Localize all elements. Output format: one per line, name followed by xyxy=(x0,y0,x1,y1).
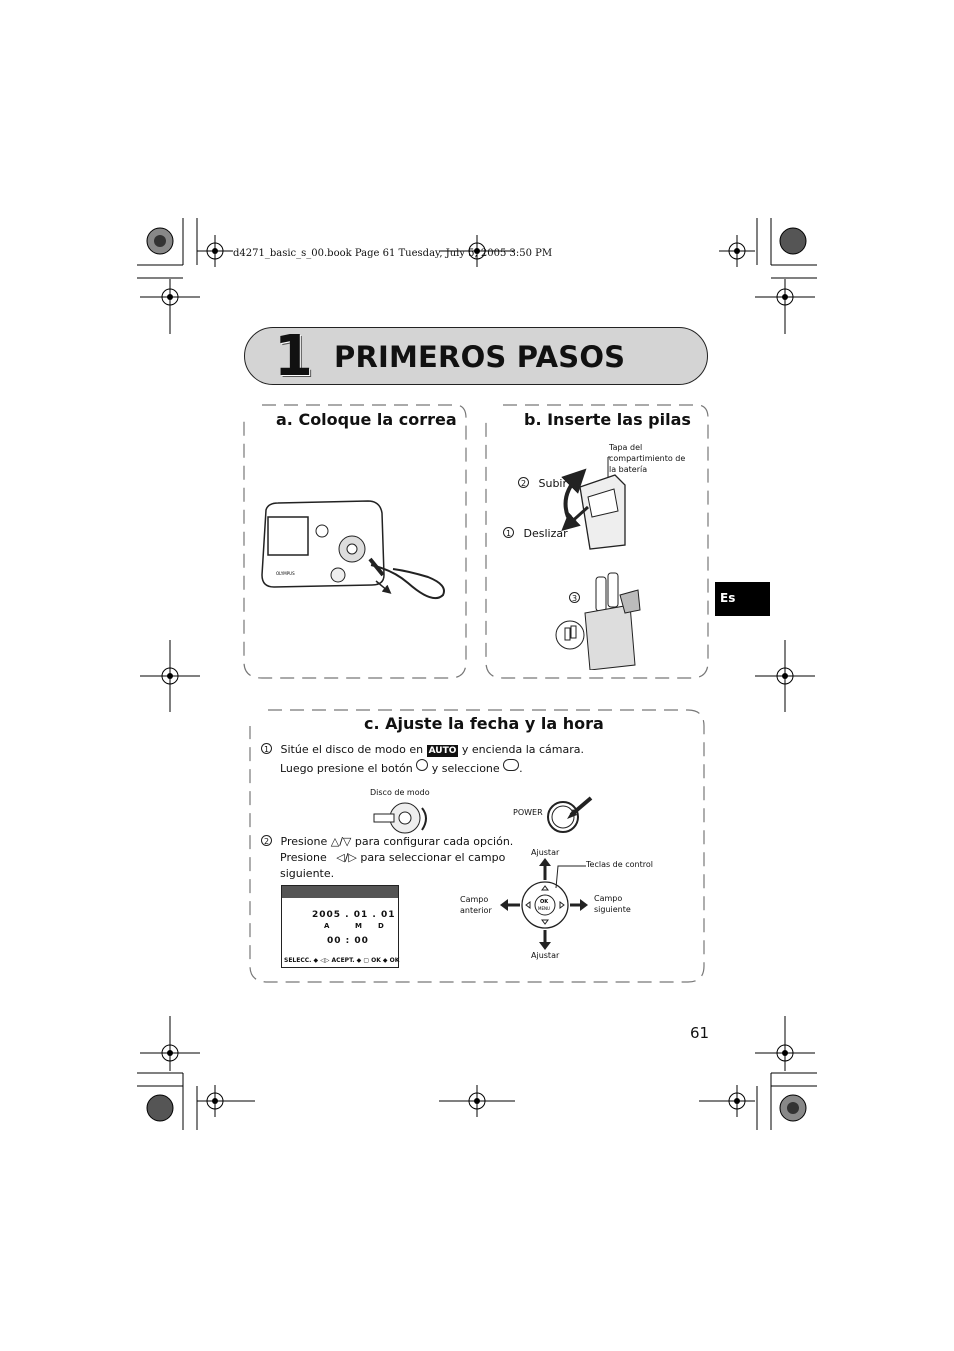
screen-footer: SELECC. ◆ ◁▷ ACEPT. ◆ ▢ OK ◆ OK xyxy=(284,957,400,964)
step1-line1: 1 Sitúe el disco de modo en AUTO y encie… xyxy=(261,742,584,758)
section-a-title: a. Coloque la correa xyxy=(276,410,457,429)
section-b-title: b. Inserte las pilas xyxy=(524,410,691,429)
screen-date: 2005 . 01 . 01 xyxy=(312,910,396,920)
step-insert-batteries: 3 xyxy=(569,591,580,607)
step-label: Deslizar xyxy=(523,527,568,540)
step-number: 1 xyxy=(503,527,514,538)
control-keys-label: Teclas de control xyxy=(586,860,653,869)
prev-field-label-1: Campo xyxy=(460,895,489,904)
step2-text-a: Presione xyxy=(280,835,328,848)
battery-insertion-illustration xyxy=(555,456,641,670)
step-label: Subir xyxy=(538,477,568,490)
power-label: POWER xyxy=(513,808,543,817)
adjust-up-label: Ajustar xyxy=(531,848,560,857)
step1-text-a: Sitúe el disco de modo en xyxy=(280,743,424,756)
power-button-illustration xyxy=(547,796,593,833)
step1-line2: Luego presione el botón y seleccione . xyxy=(280,759,523,777)
svg-text:MENU: MENU xyxy=(538,906,550,911)
screen-label-d: D xyxy=(378,922,384,930)
step1-text-e: . xyxy=(519,762,523,775)
step2-text-d: para seleccionar el campo xyxy=(360,851,506,864)
auto-mode-icon: AUTO xyxy=(426,745,459,757)
step2-line3: siguiente. xyxy=(280,867,335,880)
chapter-banner xyxy=(244,327,708,385)
adjust-down-label: Ajustar xyxy=(531,951,560,960)
page-number: 61 xyxy=(690,1024,710,1042)
battery-cover-label-2: compartimiento de xyxy=(609,454,686,463)
step-deslizar: 1 Deslizar xyxy=(503,526,568,542)
step-number: 3 xyxy=(569,592,580,603)
control-keys-illustration: OK MENU xyxy=(500,858,588,950)
up-down-keys-icon: △/▽ xyxy=(330,835,352,848)
step1-text-c: Luego presione el botón xyxy=(280,762,413,775)
svg-text:OK: OK xyxy=(540,899,549,905)
battery-cover-label-1: Tapa del xyxy=(609,443,643,452)
chapter-number: 1 xyxy=(274,324,313,389)
screen-label-a: A xyxy=(324,922,330,930)
screen-label-m: M xyxy=(355,922,362,930)
battery-cover-label-3: la batería xyxy=(609,465,648,474)
mode-dial-illustration xyxy=(373,802,427,834)
svg-text:OLYMPUS: OLYMPUS xyxy=(276,571,295,576)
step2-text-c: Presione xyxy=(280,851,327,864)
file-info-header: d4271_basic_s_00.book Page 61 Tuesday, J… xyxy=(233,248,553,259)
step1-text-b: y encienda la cámara. xyxy=(461,743,584,756)
left-right-keys-icon: ◁/▷ xyxy=(336,851,357,864)
screen-time: 00 : 00 xyxy=(327,936,369,946)
screen-title-bar xyxy=(282,886,398,898)
section-c-title: c. Ajuste la fecha y la hora xyxy=(364,714,604,733)
next-field-label-2: siguiente xyxy=(594,905,631,914)
step-number: 1 xyxy=(261,743,272,754)
ok-menu-button-icon xyxy=(416,759,429,771)
chapter-title: PRIMEROS PASOS xyxy=(334,340,626,374)
step2-line2: Presione ◁/▷ para seleccionar el campo xyxy=(280,850,505,866)
step2-text-b: para configurar cada opción. xyxy=(354,835,514,848)
date-time-screen: 2005 . 01 . 01 A M D 00 : 00 SELECC. ◆ ◁… xyxy=(281,885,399,968)
step-number: 2 xyxy=(518,477,529,488)
language-tab: Es xyxy=(715,582,770,616)
step-subir: 2 Subir xyxy=(518,476,567,492)
camera-strap-illustration: OLYMPUS xyxy=(261,500,445,599)
next-field-label-1: Campo xyxy=(594,894,623,903)
step-number: 2 xyxy=(261,835,272,846)
mode-dial-label: Disco de modo xyxy=(370,788,430,797)
step1-text-d: y seleccione xyxy=(431,762,500,775)
clock-icon xyxy=(503,759,520,771)
prev-field-label-2: anterior xyxy=(460,906,492,915)
step2-line1: 2 Presione △/▽ para configurar cada opci… xyxy=(261,834,513,850)
